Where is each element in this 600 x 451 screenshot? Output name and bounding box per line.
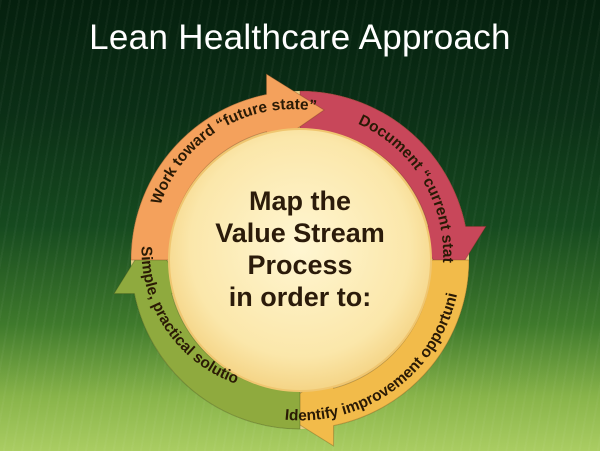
slide-title: Lean Healthcare Approach bbox=[89, 18, 511, 57]
center-text: Map the Value Stream Process in order to… bbox=[195, 185, 405, 313]
center-disc bbox=[168, 128, 432, 392]
center-line-4: in order to: bbox=[228, 282, 372, 312]
center-line-2: Value Stream bbox=[215, 218, 385, 248]
center-line-3: Process bbox=[247, 250, 353, 280]
center-line-1: Map the bbox=[248, 186, 351, 216]
